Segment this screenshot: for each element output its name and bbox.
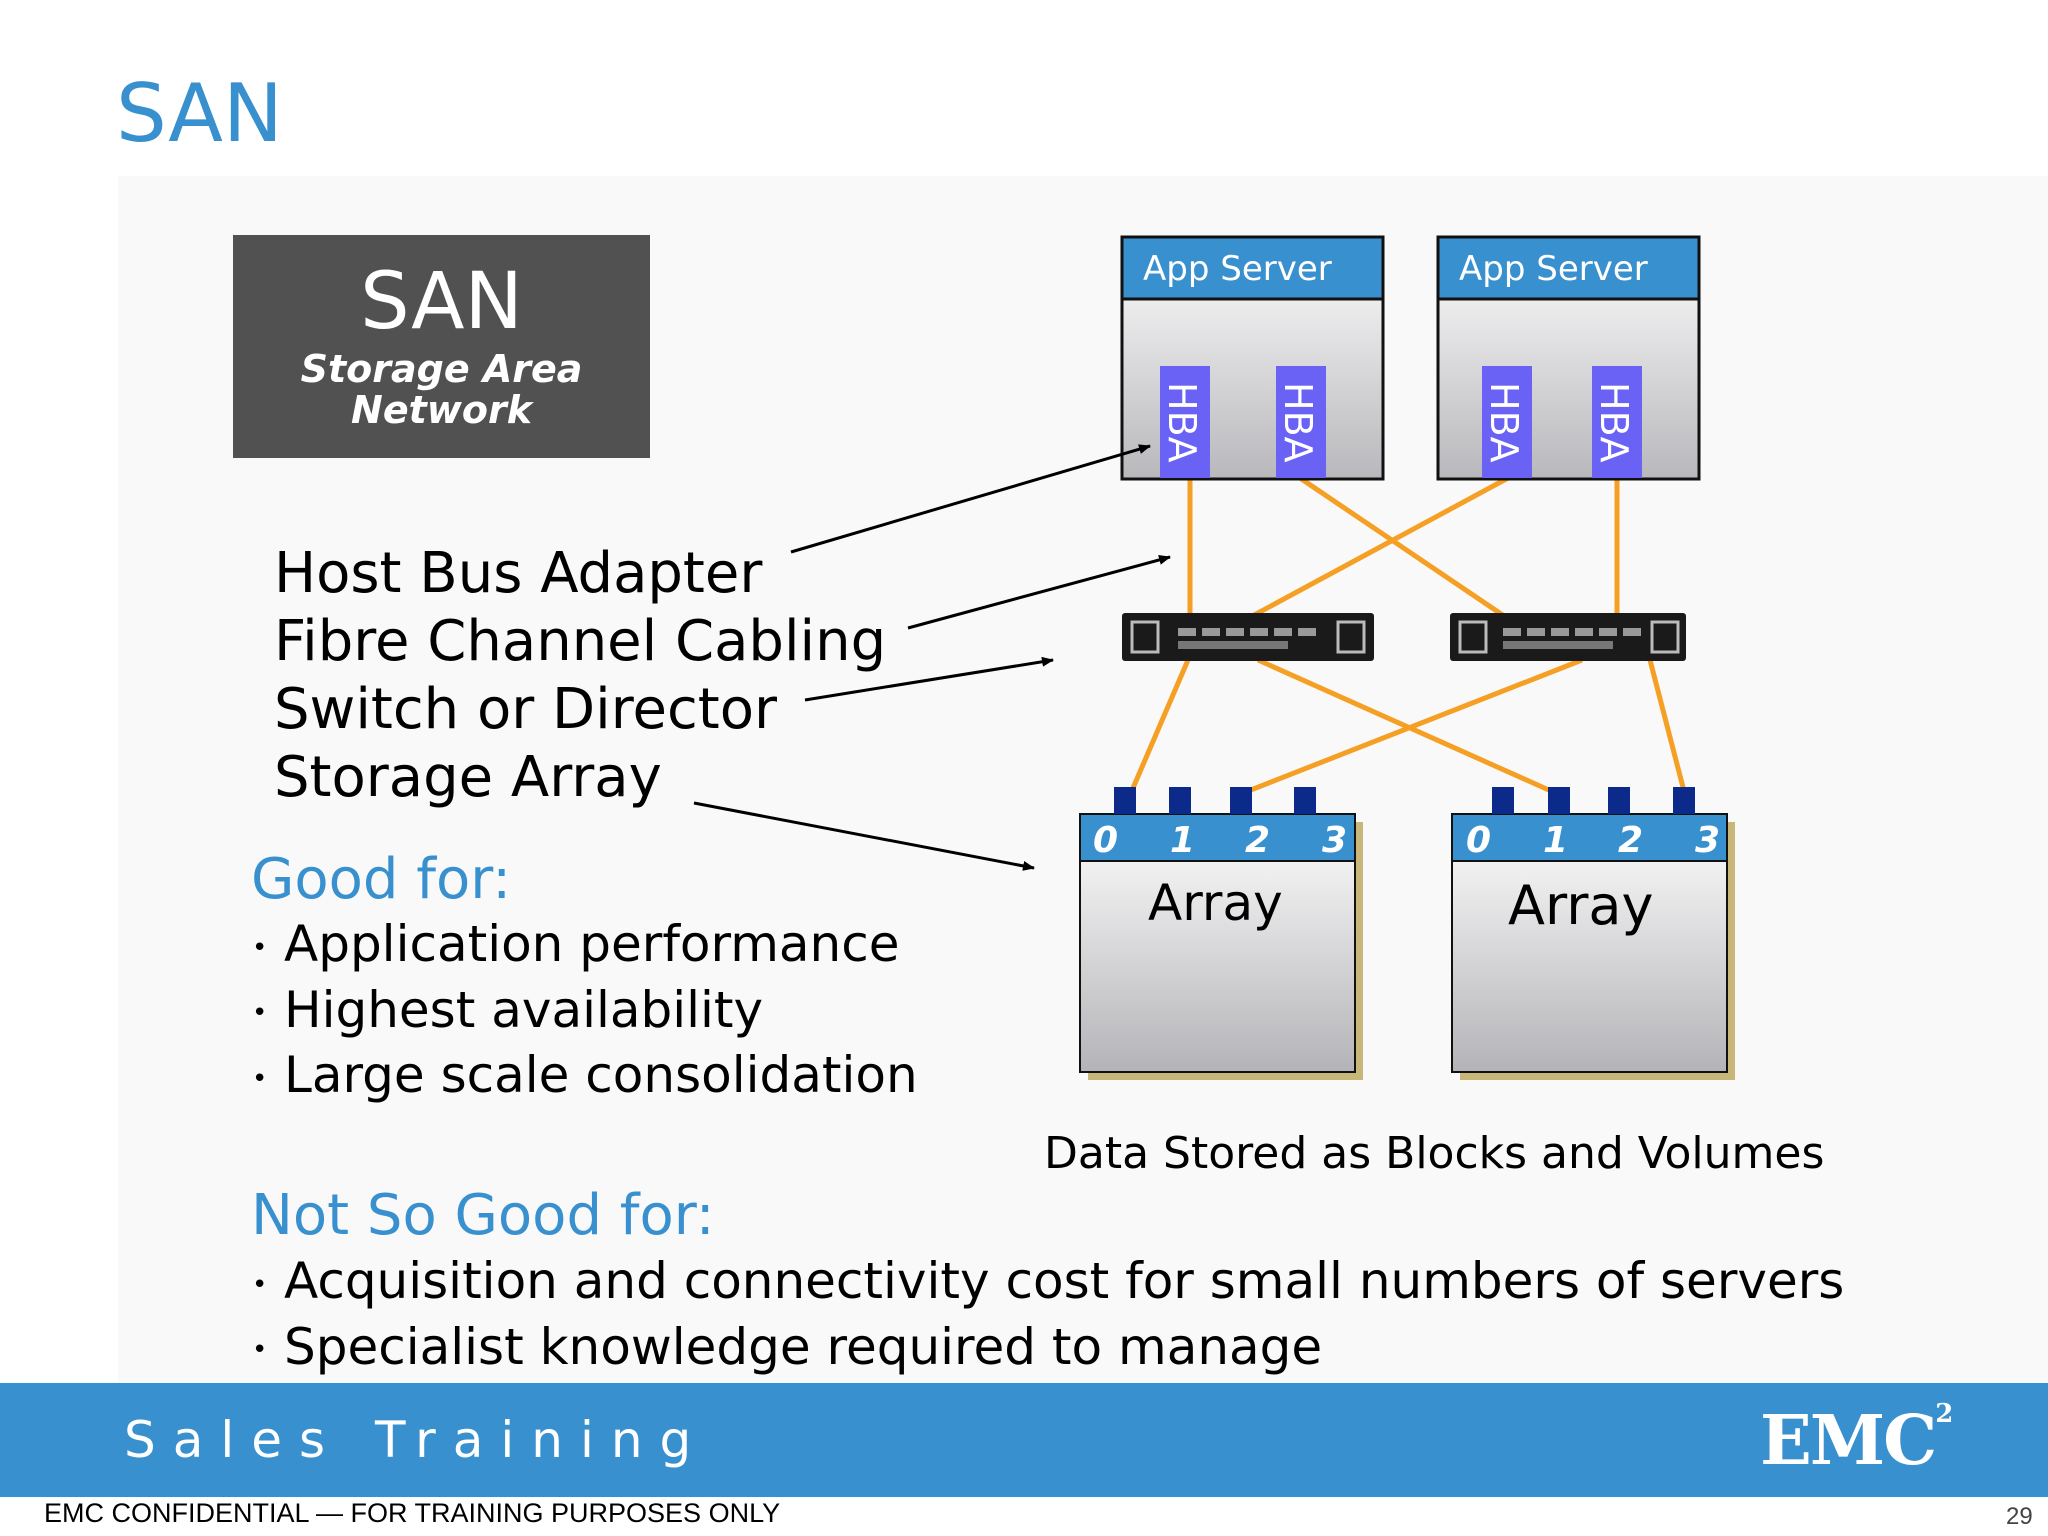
- port: [1294, 787, 1316, 814]
- fc-switch: [1122, 613, 1374, 661]
- app-server: App Server HBA HBA: [1436, 235, 1701, 481]
- array-label: Array: [1508, 874, 1653, 937]
- server-label: App Server: [1459, 249, 1648, 289]
- confidential-notice: EMC CONFIDENTIAL — FOR TRAINING PURPOSES…: [44, 1498, 781, 1528]
- hba-card: [1276, 366, 1326, 478]
- list-item: •Specialist knowledge required to manage: [252, 1317, 1323, 1376]
- hba-label: HBA: [1276, 382, 1320, 463]
- list-item: •Large scale consolidation: [252, 1046, 918, 1104]
- component-switch: Switch or Director: [274, 677, 777, 742]
- hba-label: HBA: [1482, 382, 1526, 463]
- hba-label: HBA: [1160, 382, 1204, 463]
- port: [1608, 787, 1630, 814]
- app-server: App Server HBA HBA: [1120, 235, 1385, 481]
- port: [1492, 787, 1514, 814]
- port-label: 0: [1093, 820, 1118, 861]
- cable: [1127, 659, 1191, 796]
- list-item: •Highest availability: [252, 980, 764, 1039]
- port-label: 2: [1245, 820, 1270, 861]
- port-label: 3: [1695, 820, 1720, 861]
- arrow: [790, 444, 1151, 554]
- cable: [1243, 475, 1510, 623]
- port-label: 0: [1466, 820, 1491, 861]
- array-label: Array: [1148, 874, 1283, 932]
- emc-logo: EMC2: [1760, 1399, 1953, 1481]
- slide-title: SAN: [116, 67, 283, 160]
- san-box-title: SAN: [360, 257, 523, 347]
- hba-card: [1160, 366, 1210, 478]
- hba-label: HBA: [1592, 382, 1636, 463]
- component-list: Host Bus Adapter Fibre Channel Cabling S…: [274, 540, 886, 812]
- arrow: [804, 656, 1054, 702]
- component-array: Storage Array: [274, 745, 662, 810]
- component-cabling: Fibre Channel Cabling: [274, 609, 887, 674]
- port-label: 2: [1618, 820, 1643, 861]
- port-label: 3: [1322, 820, 1347, 861]
- san-box-subtitle: Storage Area Network: [300, 347, 583, 432]
- port: [1114, 787, 1136, 814]
- footer-title: Sales Training: [124, 1411, 709, 1469]
- list-item: •Acquisition and connectivity cost for s…: [252, 1252, 1845, 1310]
- fc-switch: [1450, 613, 1686, 661]
- good-for-heading: Good for:: [251, 847, 512, 912]
- hba-card: [1482, 366, 1532, 478]
- cable: [1647, 659, 1688, 796]
- port-label: 1: [1543, 820, 1568, 861]
- not-good-for-heading: Not So Good for:: [251, 1183, 715, 1248]
- port-label: 1: [1170, 820, 1195, 861]
- cable: [1237, 657, 1583, 798]
- port: [1230, 787, 1252, 814]
- fibre-cables: [1127, 475, 1688, 798]
- storage-array: 0 1 2 3 Array: [1451, 787, 1735, 1080]
- port: [1673, 787, 1695, 814]
- footer-bar: Sales Training EMC2: [0, 1383, 2048, 1497]
- san-definition-box: SAN Storage Area Network: [233, 235, 650, 458]
- port: [1548, 787, 1570, 814]
- good-for-list: •Application performance •Highest availa…: [252, 913, 918, 1110]
- diagram-caption: Data Stored as Blocks and Volumes: [1044, 1128, 1825, 1179]
- not-good-for-list: •Acquisition and connectivity cost for s…: [252, 1250, 1844, 1381]
- component-hba: Host Bus Adapter: [274, 541, 763, 606]
- arrow: [907, 555, 1171, 630]
- list-item: •Application performance: [252, 915, 900, 973]
- hba-card: [1592, 366, 1642, 478]
- storage-array: 0 1 2 3 Array: [1079, 787, 1363, 1080]
- server-label: App Server: [1143, 249, 1332, 289]
- port: [1169, 787, 1191, 814]
- cable: [1298, 475, 1512, 623]
- page-number: 29: [2006, 1503, 2033, 1530]
- arrow: [693, 801, 1035, 871]
- callout-arrows: [693, 444, 1171, 871]
